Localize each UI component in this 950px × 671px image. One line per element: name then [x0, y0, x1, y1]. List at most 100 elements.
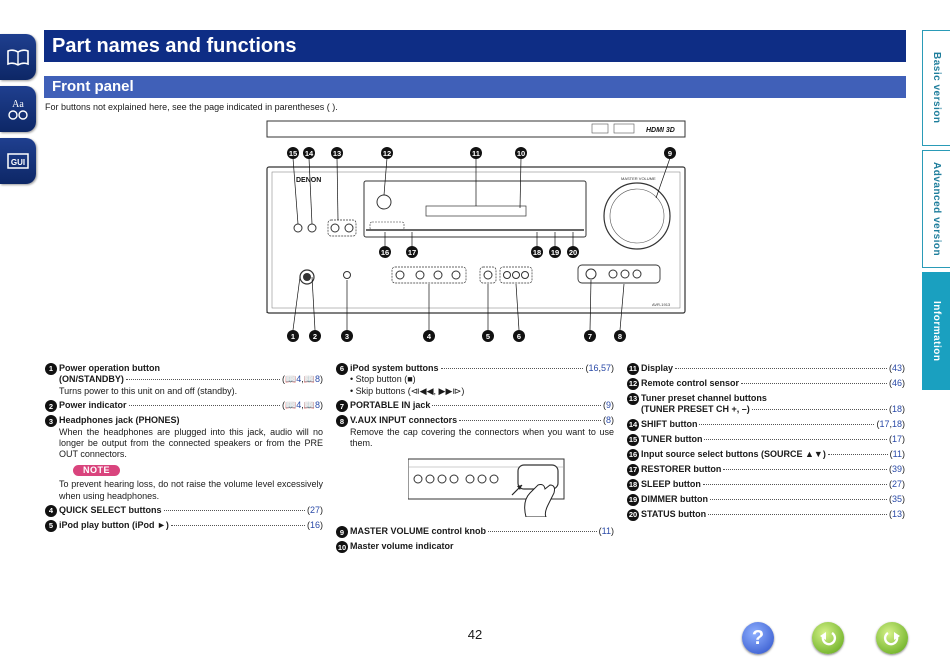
- entry-restorer-button: 17 RESTORER button(39): [627, 463, 905, 476]
- book-icon-graphic: [7, 49, 29, 66]
- section-title: Front panel: [44, 76, 906, 98]
- callout-16: 16: [379, 246, 391, 258]
- gui-icon-graphic: GUI: [7, 153, 29, 169]
- master-volume-label: MASTER VOLUME: [621, 176, 656, 181]
- entry-label: DIMMER button: [641, 493, 708, 504]
- forward-button[interactable]: [876, 622, 908, 654]
- intro-text: For buttons not explained here, see the …: [45, 102, 338, 112]
- page-ref-link[interactable]: 16: [588, 363, 599, 373]
- entry-ipod-play-button: 5 iPod play button (iPod ►)(16): [45, 520, 323, 533]
- entry-number: 10: [336, 541, 348, 554]
- callout-17: 17: [406, 246, 418, 258]
- entry-number: 2: [45, 400, 57, 413]
- entry-label-2: (TUNER PRESET CH +, –): [641, 404, 750, 415]
- entry-label: MASTER VOLUME control knob: [350, 526, 486, 537]
- page-ref-link[interactable]: 35: [891, 493, 902, 504]
- page-ref-link[interactable]: 57: [600, 363, 611, 373]
- page-ref-link[interactable]: 18: [891, 404, 902, 415]
- description-column-2: 6 iPod system buttons(16, 57) • Stop but…: [336, 363, 614, 556]
- page-ref-link[interactable]: 8: [314, 374, 320, 385]
- glossary-icon-text: Aa: [12, 99, 24, 110]
- entry-number: 11: [627, 363, 639, 375]
- page-ref-link[interactable]: 8: [605, 415, 611, 426]
- callout-15: 15: [287, 147, 299, 159]
- entry-label: V.AUX INPUT connectors: [350, 415, 458, 426]
- entry-shift-button: 14 SHIFT button(17, 18): [627, 418, 905, 431]
- help-icon: ?: [751, 626, 765, 649]
- page-ref-link[interactable]: 11: [892, 448, 902, 459]
- entry-number: 19: [627, 493, 639, 506]
- entry-power-indicator: 2 Power indicator(📖 4, 📖 8): [45, 400, 323, 413]
- callout-14: 14: [303, 147, 315, 159]
- page-ref-link[interactable]: 11: [601, 526, 611, 537]
- entry-label: SLEEP button: [641, 478, 701, 489]
- entry-number: 16: [627, 448, 639, 461]
- tab-label: Basic version: [931, 52, 942, 124]
- entry-number: 18: [627, 478, 639, 491]
- book-icon: 📖: [285, 400, 297, 411]
- entry-label: Tuner preset channel buttons: [641, 393, 767, 403]
- page-ref-link[interactable]: 4: [296, 374, 302, 385]
- page-ref-link[interactable]: 39: [891, 463, 902, 474]
- entry-label: iPod system buttons: [350, 363, 439, 373]
- page-ref-link[interactable]: 27: [309, 505, 320, 516]
- entry-label: Master volume indicator: [350, 541, 454, 552]
- entry-number: 9: [336, 526, 348, 539]
- tab-label: Information: [931, 300, 942, 362]
- entry-master-volume-indicator: 10 Master volume indicator: [336, 541, 614, 554]
- entry-number: 5: [45, 520, 57, 533]
- callout-19: 19: [549, 246, 561, 258]
- front-panel-drawing: HDMI 3D DENON MASTER VOLUME: [266, 120, 686, 331]
- page-ref-link[interactable]: 16: [309, 520, 320, 531]
- page-ref-link[interactable]: 9: [605, 400, 611, 411]
- entry-master-volume-knob: 9 MASTER VOLUME control knob(11): [336, 526, 614, 539]
- back-button[interactable]: [812, 622, 844, 654]
- callout-9: 9: [664, 147, 676, 159]
- glossary-icon[interactable]: Aa: [0, 86, 36, 132]
- callout-4: 4: [423, 330, 435, 342]
- entry-portable-in-jack: 7 PORTABLE IN jack(9): [336, 400, 614, 413]
- entry-remote-control-sensor: 12 Remote control sensor(46): [627, 378, 905, 390]
- entry-label: STATUS button: [641, 508, 707, 519]
- brand-logo: DENON: [296, 177, 321, 184]
- entry-number: 17: [627, 463, 639, 476]
- front-panel-figure: HDMI 3D DENON MASTER VOLUME: [266, 120, 686, 345]
- entry-sleep-button: 18 SLEEP button(27): [627, 478, 905, 491]
- page-ref-link[interactable]: 27: [891, 478, 902, 489]
- page-ref-link[interactable]: 43: [891, 363, 902, 373]
- gui-icon[interactable]: GUI: [0, 138, 36, 184]
- entry-number: 15: [627, 433, 639, 446]
- description-column-3: 11 Display(43) 12 Remote control sensor(…: [627, 363, 905, 524]
- book-icon[interactable]: [0, 34, 36, 80]
- help-button[interactable]: ?: [742, 622, 774, 654]
- callout-2: 2: [309, 330, 321, 342]
- entry-ipod-system-buttons: 6 iPod system buttons(16, 57) • Stop but…: [336, 363, 614, 397]
- entry-label: Power operation button: [59, 363, 160, 373]
- note-badge: NOTE: [73, 464, 121, 477]
- entry-label: QUICK SELECT buttons: [59, 505, 162, 516]
- page-ref-link[interactable]: 8: [314, 400, 320, 411]
- entry-input-source-buttons: 16 Input source select buttons (SOURCE ▲…: [627, 448, 905, 461]
- page-ref-link[interactable]: 17: [891, 433, 902, 444]
- tab-information[interactable]: Information: [922, 272, 950, 390]
- book-icon: 📖: [285, 374, 297, 385]
- page-ref-link[interactable]: 17: [879, 418, 890, 429]
- connector-cap-illustration: [407, 455, 568, 518]
- callout-1: 1: [287, 330, 299, 342]
- page-ref-link[interactable]: 13: [891, 508, 902, 519]
- entry-number: 12: [627, 378, 639, 390]
- entry-label: iPod play button (iPod ►): [59, 520, 169, 531]
- page-number: 42: [467, 627, 483, 642]
- page-ref-link[interactable]: 46: [891, 378, 902, 388]
- entry-dimmer-button: 19 DIMMER button(35): [627, 493, 905, 506]
- page-ref-link[interactable]: 4: [296, 400, 302, 411]
- hdmi-logo: HDMI 3D: [646, 127, 675, 134]
- entry-description: When the headphones are plugged into thi…: [59, 426, 323, 460]
- description-column-1: 1 Power operation button (ON/STANDBY)(📖 …: [45, 363, 323, 535]
- entry-number: 8: [336, 415, 348, 428]
- tab-basic-version[interactable]: Basic version: [922, 30, 950, 146]
- page-ref-link[interactable]: 18: [891, 418, 902, 429]
- tab-advanced-version[interactable]: Advanced version: [922, 150, 950, 268]
- entry-label: Display: [641, 363, 674, 373]
- entry-tuner-preset-buttons: 13 Tuner preset channel buttons (TUNER P…: [627, 393, 905, 415]
